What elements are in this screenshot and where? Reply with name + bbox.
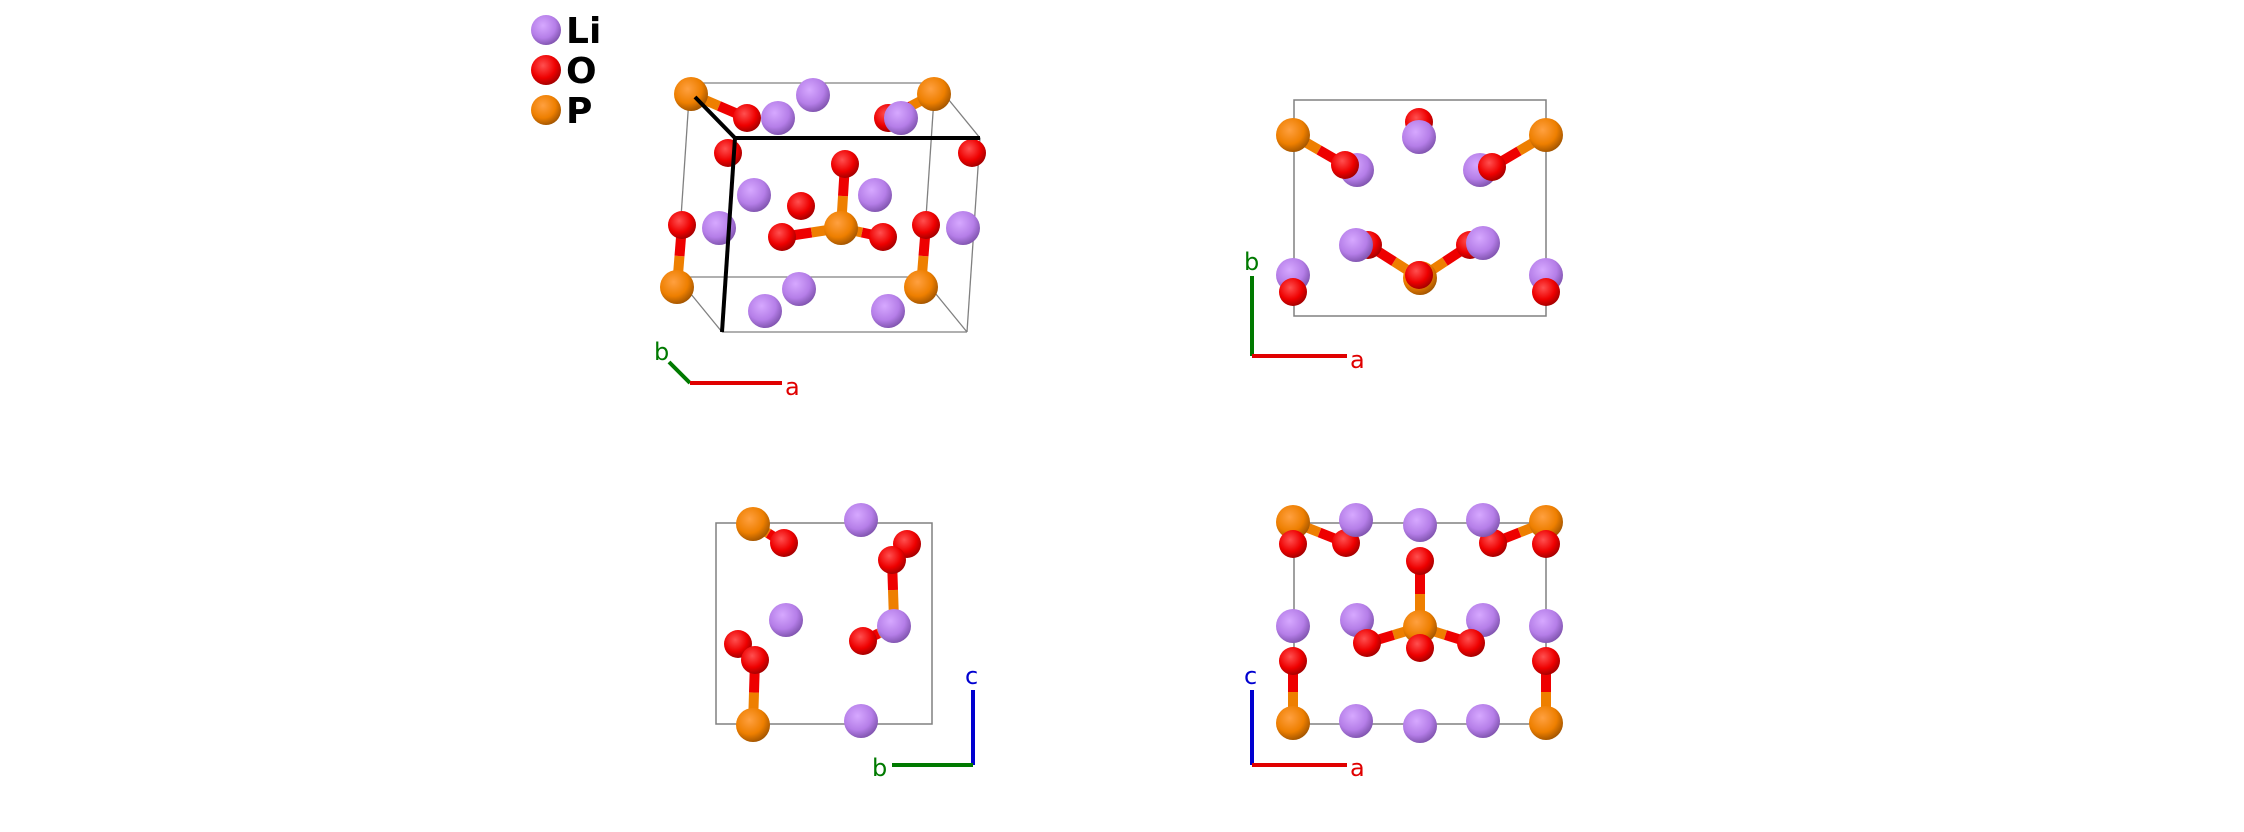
unit-cell-box: [715, 522, 933, 725]
li-atom: [761, 101, 795, 135]
p-atom: [1276, 505, 1310, 539]
p-swatch-icon: [531, 95, 561, 125]
p-atom: [824, 211, 858, 245]
o-atom: [1406, 634, 1434, 662]
axis-b-label: b: [654, 338, 669, 366]
legend-label-li: Li: [566, 11, 601, 52]
axes-view-along-a: c b: [872, 662, 978, 782]
o-atom: [869, 223, 897, 251]
o-atom: [1478, 153, 1506, 181]
li-atom: [1340, 603, 1374, 637]
o-atom: [849, 627, 877, 655]
legend-item-p: P: [531, 91, 592, 132]
li-atom: [1529, 609, 1563, 643]
axes-view-along-b: c a: [1244, 662, 1365, 782]
o-atom: [1406, 547, 1434, 575]
o-atom: [1532, 278, 1560, 306]
o-atom: [714, 139, 742, 167]
o-atom: [1405, 261, 1433, 289]
o-atom: [1331, 151, 1359, 179]
o-swatch-icon: [531, 55, 561, 85]
li-atom: [877, 609, 911, 643]
legend: Li O P: [531, 11, 601, 132]
legend-item-li: Li: [531, 11, 601, 52]
li-atom: [1403, 508, 1437, 542]
o-atom: [733, 104, 761, 132]
axis-a-label: a: [785, 373, 800, 401]
o-atom: [1279, 647, 1307, 675]
atoms: [660, 77, 1563, 743]
li-atom: [796, 78, 830, 112]
axes-view-along-c: b a: [1244, 248, 1365, 374]
o-atom: [831, 150, 859, 178]
li-atom: [782, 272, 816, 306]
li-atom: [1466, 503, 1500, 537]
axis-a-label: a: [1350, 346, 1365, 374]
p-atom: [1529, 706, 1563, 740]
axes-perspective: b a: [654, 338, 800, 401]
li-atom: [1466, 226, 1500, 260]
p-atom: [736, 708, 770, 742]
li-atom: [748, 294, 782, 328]
o-atom: [1279, 530, 1307, 558]
p-atom: [736, 507, 770, 541]
o-atom: [770, 529, 798, 557]
o-atom: [787, 192, 815, 220]
axis-b-label: b: [872, 754, 887, 782]
o-atom: [768, 223, 796, 251]
axis-c-label: c: [1244, 662, 1257, 690]
legend-label-p: P: [566, 91, 592, 132]
li-atom: [1403, 709, 1437, 743]
li-swatch-icon: [531, 15, 561, 45]
cell-axis-highlight: [693, 95, 737, 140]
o-atom: [1532, 647, 1560, 675]
o-atom: [878, 546, 906, 574]
p-atom: [904, 270, 938, 304]
unit-cell-box: [1293, 99, 1547, 317]
li-atom: [1339, 228, 1373, 262]
li-atom: [946, 211, 980, 245]
axis-indicators: b a b a c b c a: [654, 248, 1365, 782]
p-atom: [1276, 706, 1310, 740]
cell-axis-highlight: [720, 137, 737, 333]
legend-label-o: O: [566, 51, 597, 92]
o-atom: [912, 211, 940, 239]
o-atom: [1353, 629, 1381, 657]
o-atom: [668, 211, 696, 239]
li-atom: [769, 603, 803, 637]
o-atom: [1532, 530, 1560, 558]
li-atom: [844, 704, 878, 738]
li-atom: [1402, 120, 1436, 154]
li-atom: [1276, 609, 1310, 643]
li-atom: [884, 101, 918, 135]
p-atom: [1403, 610, 1437, 644]
li-atom: [1339, 503, 1373, 537]
axis-b-line: [667, 360, 692, 385]
li-atom: [1466, 603, 1500, 637]
li-atom: [844, 503, 878, 537]
axis-c-label: c: [965, 662, 978, 690]
axis-b-label: b: [1244, 248, 1259, 276]
li-atom: [737, 178, 771, 212]
li-atom: [1466, 704, 1500, 738]
o-atom: [958, 139, 986, 167]
p-atom: [1276, 118, 1310, 152]
legend-item-o: O: [531, 51, 597, 92]
o-atom: [1457, 629, 1485, 657]
li-atom: [871, 294, 905, 328]
o-atom: [741, 646, 769, 674]
li-atom: [1339, 704, 1373, 738]
p-atom: [917, 77, 951, 111]
o-atom: [1279, 278, 1307, 306]
li-atom: [858, 178, 892, 212]
p-atom: [1529, 505, 1563, 539]
p-atom: [1529, 118, 1563, 152]
axis-a-label: a: [1350, 754, 1365, 782]
p-atom: [660, 270, 694, 304]
